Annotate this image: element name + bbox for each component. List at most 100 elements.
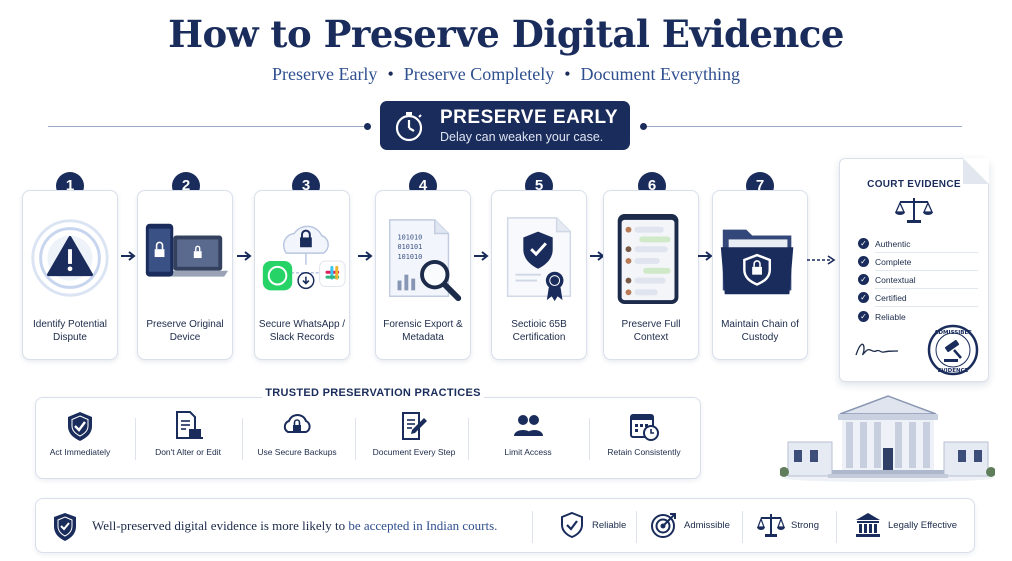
step-card-3: Secure WhatsApp / Slack Records — [254, 190, 350, 360]
step-card-6: Preserve Full Context — [603, 190, 699, 360]
practice-divider — [589, 418, 590, 460]
document-laptop-icon — [176, 411, 203, 439]
step-label-3: Secure WhatsApp / Slack Records — [258, 319, 346, 343]
practice-label: Act Immediately — [49, 447, 111, 457]
evidence-item: ✓Reliable — [858, 311, 978, 327]
signature-icon — [855, 343, 899, 356]
step-card-2: Preserve Original Device — [137, 190, 233, 360]
arrow-right-icon — [698, 251, 713, 261]
evidence-item: ✓Contextual — [858, 274, 978, 290]
evidence-item: ✓Certified — [858, 292, 978, 308]
courthouse-icon — [780, 395, 995, 482]
practice-label: Don't Alter or Edit — [155, 447, 221, 457]
practice-item: Retain Consistently — [594, 405, 694, 475]
scales-icon — [757, 514, 785, 537]
bottom-divider — [636, 511, 637, 543]
arrow-right-icon — [358, 251, 373, 261]
practice-divider — [468, 418, 469, 460]
divider-left — [48, 126, 366, 127]
calendar-clock-icon — [630, 414, 659, 441]
page-fold-icon — [963, 158, 989, 184]
dashed-arrow-icon — [807, 255, 836, 265]
step-label-6: Preserve Full Context — [621, 319, 681, 343]
shield-check-icon — [561, 511, 583, 539]
courthouse-icon — [856, 513, 880, 537]
practice-item: Document Every Step — [364, 405, 464, 475]
practice-label: Retain Consistently — [607, 447, 681, 457]
practice-item: Use Secure Backups — [247, 405, 347, 475]
court-evidence-card: COURT EVIDENCE ✓Authentic ✓Complete ✓Con… — [839, 158, 989, 382]
bottom-message: Well-preserved digital evidence is more … — [92, 518, 497, 534]
divider-dot — [640, 123, 647, 130]
step-card-5: Sectioic 65B Certification — [491, 190, 587, 360]
cloud-lock-icon — [262, 225, 346, 291]
evidence-item: ✓Authentic — [858, 238, 978, 254]
step-label-1: Identify Potential Dispute — [33, 319, 107, 343]
bottom-divider — [836, 511, 837, 543]
edit-document-icon — [402, 412, 427, 440]
check-icon: ✓ — [858, 292, 869, 303]
admissible-evidence-stamp: ADMISSIBLE EVIDENCE — [927, 324, 979, 376]
court-evidence-heading: COURT EVIDENCE — [867, 179, 961, 190]
svg-text:EVIDENCE: EVIDENCE — [938, 368, 969, 374]
bottom-message-highlight: be accepted in Indian courts. — [348, 518, 498, 533]
check-icon: ✓ — [858, 256, 869, 267]
stopwatch-icon — [395, 112, 423, 142]
arrow-right-icon — [474, 251, 489, 261]
svg-text:101010: 101010 — [398, 233, 423, 241]
divider-right — [644, 126, 962, 127]
subtitle-separator: • — [564, 64, 571, 84]
practice-divider — [355, 418, 356, 460]
practice-label: Document Every Step — [372, 447, 456, 457]
practice-item: Act Immediately — [30, 405, 130, 475]
divider-dot — [364, 123, 371, 130]
svg-text:ADMISSIBLE: ADMISSIBLE — [934, 330, 972, 336]
check-icon: ✓ — [858, 311, 869, 322]
subtitle-part-1: Preserve Early — [271, 64, 378, 84]
badge-label: Reliable — [592, 520, 627, 531]
folder-lock-icon — [720, 229, 794, 295]
scales-icon — [895, 198, 933, 223]
banner-subtext: Delay can weaken your case. — [440, 130, 604, 144]
arrow-right-icon — [237, 251, 252, 261]
step-card-4: 101010 010101 101010 Forensic Export & M… — [375, 190, 471, 360]
certificate-icon — [506, 217, 572, 302]
badge-label: Strong — [791, 520, 819, 531]
badge-label: Legally Effective — [888, 520, 958, 531]
practices-title: TRUSTED PRESERVATION PRACTICES — [262, 387, 484, 403]
svg-text:010101: 010101 — [398, 243, 423, 251]
preserve-early-banner: PRESERVE EARLY Delay can weaken your cas… — [380, 101, 630, 150]
banner-heading: PRESERVE EARLY — [440, 107, 619, 128]
subtitle-part-3: Document Everything — [580, 64, 740, 84]
practice-label: Use Secure Backups — [257, 447, 337, 457]
practice-divider — [242, 418, 243, 460]
bottom-bar: Well-preserved digital evidence is more … — [35, 498, 975, 553]
bottom-divider — [532, 511, 533, 543]
phone-chat-icon — [617, 213, 679, 305]
page-title: How to Preserve Digital Evidence — [168, 12, 844, 56]
shield-check-icon — [54, 513, 76, 541]
users-icon — [514, 415, 543, 436]
step-label-4: Forensic Export & Metadata — [383, 319, 463, 343]
evidence-item: ✓Complete — [858, 256, 978, 272]
devices-lock-icon — [145, 223, 229, 277]
practice-label: Limit Access — [504, 447, 552, 457]
check-icon: ✓ — [858, 238, 869, 249]
cloud-lock-icon — [283, 414, 311, 433]
practice-divider — [135, 418, 136, 460]
practices-panel — [35, 397, 701, 479]
arrow-right-icon — [121, 251, 136, 261]
subtitle-part-2: Preserve Completely — [403, 64, 555, 84]
step-card-7: Maintain Chain of Custody — [712, 190, 808, 360]
badge-label: Admissible — [684, 520, 730, 531]
svg-text:101010: 101010 — [398, 253, 423, 261]
page-subtitle: Preserve Early • Preserve Completely • Docum… — [0, 64, 1012, 85]
bottom-message-start: Well-preserved digital evidence is more … — [92, 518, 349, 533]
step-card-1: Identify Potential Dispute — [22, 190, 118, 360]
document-magnifier-icon: 101010 010101 101010 — [388, 219, 462, 302]
practice-item: Don't Alter or Edit — [138, 405, 238, 475]
subtitle-separator: • — [387, 64, 394, 84]
step-label-5: Sectioic 65B Certification — [511, 319, 567, 343]
warning-icon — [31, 219, 109, 297]
target-icon — [651, 513, 676, 538]
